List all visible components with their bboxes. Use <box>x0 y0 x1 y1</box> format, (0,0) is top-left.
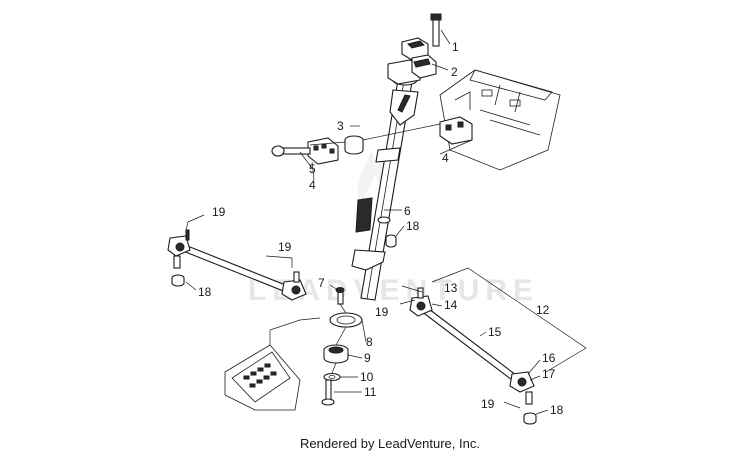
bolt-11 <box>321 379 335 406</box>
nut-18-left <box>171 274 185 287</box>
callout-9: 9 <box>364 351 371 365</box>
assembly-12-bracket <box>431 267 587 373</box>
callout-15: 15 <box>488 325 502 339</box>
watermark-flame-logo <box>357 150 394 215</box>
right-tie-rod <box>409 287 535 405</box>
nut-18-right <box>523 412 537 425</box>
callout-labels: 1 2 3 4 5 4 6 18 19 19 18 7 13 14 19 12 … <box>198 40 564 417</box>
clamp-block-4-left <box>307 137 339 165</box>
callout-10: 10 <box>360 370 374 384</box>
callout-13: 13 <box>444 281 458 295</box>
callout-18-column: 18 <box>406 219 420 233</box>
leader-lines <box>185 29 549 415</box>
callout-19-left-inner: 19 <box>278 240 292 254</box>
nut-18-column <box>385 234 397 248</box>
bolt-5 <box>271 145 311 157</box>
callout-1: 1 <box>452 40 459 54</box>
callout-16: 16 <box>542 351 556 365</box>
callout-7: 7 <box>318 276 325 290</box>
callout-6: 6 <box>404 204 411 218</box>
cotter-pin-19-left-inner <box>265 255 293 268</box>
callout-11: 11 <box>364 385 377 399</box>
clamp-block-4-right <box>439 116 473 145</box>
bolt-7 <box>335 287 345 305</box>
steering-column-shaft <box>351 74 419 301</box>
callout-12: 12 <box>536 303 550 317</box>
callout-19-right-inner: 19 <box>375 305 389 319</box>
callout-18-left: 18 <box>198 285 212 299</box>
callout-17: 17 <box>542 367 556 381</box>
callout-19-right: 19 <box>481 397 495 411</box>
callout-4-left: 4 <box>309 178 316 192</box>
footer-credit: Rendered by LeadVenture, Inc. <box>300 436 480 451</box>
callout-8: 8 <box>366 335 373 349</box>
cotter-pin-19-left <box>185 214 205 241</box>
lower-floor-section <box>224 317 321 411</box>
cotter-pin-19-right <box>399 299 521 409</box>
callout-3: 3 <box>337 119 344 133</box>
left-tie-rod <box>167 235 307 301</box>
callout-4-right: 4 <box>442 151 449 165</box>
bolt-1 <box>430 13 442 47</box>
callout-19-left: 19 <box>212 205 226 219</box>
floor-slots <box>243 363 277 388</box>
steering-arm-8 <box>329 312 363 328</box>
bushing-3 <box>344 135 364 155</box>
bearing-9 <box>323 344 349 364</box>
callout-5: 5 <box>309 162 316 176</box>
upper-clamp-2 <box>387 37 437 85</box>
callout-18-right: 18 <box>550 403 564 417</box>
callout-14: 14 <box>444 298 458 312</box>
callout-2: 2 <box>451 65 458 79</box>
